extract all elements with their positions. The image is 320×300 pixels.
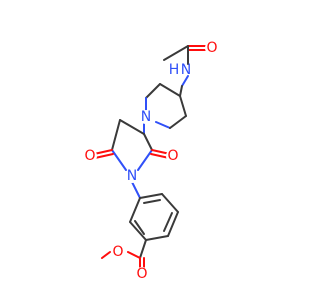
amide-nh-h-label: H xyxy=(169,62,180,78)
bond-c5-o-2 xyxy=(94,153,114,159)
bond-pip-c6-c5 xyxy=(169,115,187,129)
bond-bz-inner-c xyxy=(134,220,145,235)
bond-bz-5-6 xyxy=(129,221,147,241)
bond-pyr-c5-n xyxy=(111,149,127,171)
piperidine-nitrogen-label: N xyxy=(141,109,151,125)
bond-bz-6-1 xyxy=(129,197,141,223)
methyl-ester-group xyxy=(101,239,147,269)
bond-pyr-c2-c3 xyxy=(143,133,153,151)
bond-bz-inner-a xyxy=(143,199,161,204)
imide-nitrogen-label: N xyxy=(127,168,137,184)
imide-oxygen-left-label: O xyxy=(84,148,95,164)
bond-n-ch2 xyxy=(181,75,189,87)
ester-carbonyl-oxygen-label: O xyxy=(136,266,147,282)
amide-oxygen-label: O xyxy=(206,40,217,56)
molecule-structure: O H N N N O O O O xyxy=(83,40,219,282)
bond-c2-o-2 xyxy=(150,153,170,159)
bond-n-benzene xyxy=(131,181,141,199)
bond-bz-ester-c xyxy=(139,239,147,259)
piperidine-ring xyxy=(145,83,187,129)
bond-ester-o-me xyxy=(101,251,111,259)
bond-pip-c4-c3 xyxy=(159,83,181,97)
bond-bz-3-4 xyxy=(167,211,179,237)
bond-pyr-c4-c5 xyxy=(111,119,121,151)
acetamide-group xyxy=(163,45,207,97)
succinimide-ring xyxy=(93,119,171,171)
bond-ch2-ring xyxy=(179,85,183,97)
bond-pip-c3-c2 xyxy=(145,83,161,99)
amide-nitrogen-label: N xyxy=(181,62,191,78)
ester-ether-oxygen-label: O xyxy=(112,244,123,260)
bond-c5-o-1 xyxy=(93,149,113,155)
benzene-ring xyxy=(129,193,179,241)
bond-bz-2-3 xyxy=(161,193,179,213)
bond-methyl-carbonyl xyxy=(163,45,189,61)
bond-pip-c5-c4 xyxy=(179,95,187,117)
bond-bz-inner-b xyxy=(163,212,173,232)
bond-pyr-n-c2 xyxy=(137,149,153,171)
bond-pip-n-c6 xyxy=(155,121,171,129)
bond-bz-4-5 xyxy=(145,235,169,241)
bond-pyr-c3-c4 xyxy=(119,119,145,135)
bond-bz-1-2 xyxy=(139,193,163,199)
bond-ester-c-o xyxy=(127,251,141,259)
atom-labels: O H N N N O O O O xyxy=(83,40,219,282)
imide-oxygen-right-label: O xyxy=(167,148,178,164)
